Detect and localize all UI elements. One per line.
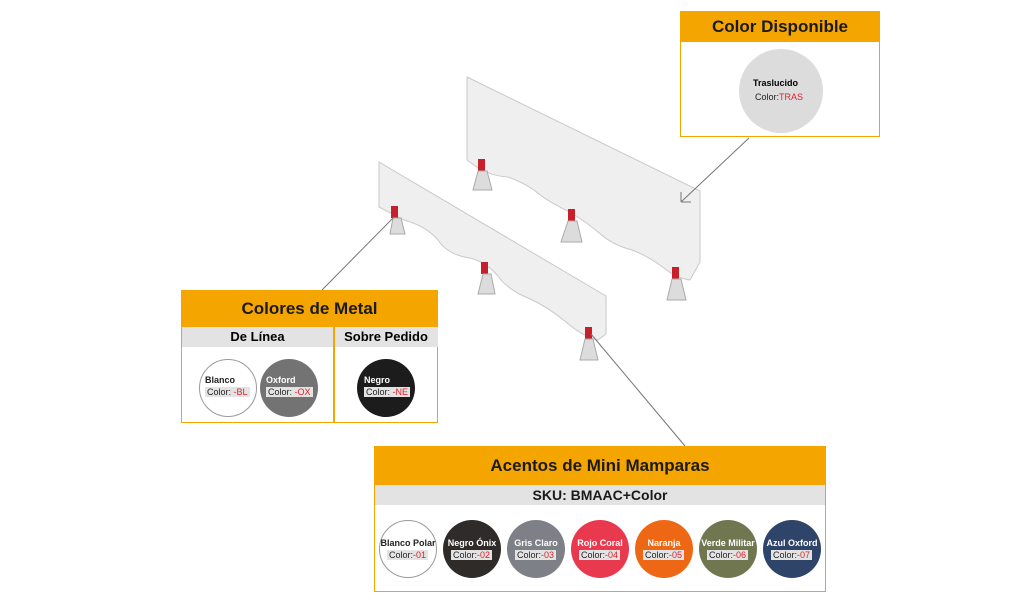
- colores-metal-columns: De Línea Sobre Pedido: [182, 327, 438, 347]
- accent-swatch-code: Color:-03: [515, 550, 557, 560]
- accent-swatch-code: Color:-06: [707, 550, 749, 560]
- swatch-negro-name: Negro: [364, 375, 391, 385]
- accent-swatch-name: Gris Claro: [514, 538, 558, 548]
- accent-swatch-name: Blanco Polar: [380, 538, 436, 548]
- back-partition-panel: [466, 76, 701, 281]
- swatch-oxford-code: Color: -OX: [266, 387, 313, 397]
- swatch-traslucido-name: Traslucido: [753, 78, 799, 88]
- back-panel-brackets: [472, 159, 687, 301]
- front-partition-panel: [378, 161, 607, 341]
- accent-swatch: [507, 520, 565, 578]
- swatch-oxford-name: Oxford: [266, 375, 296, 385]
- leader-line-acentos: [590, 333, 686, 447]
- accent-swatch-name: Rojo Coral: [577, 538, 623, 548]
- col-sobre-pedido: Sobre Pedido: [334, 327, 438, 347]
- swatch-traslucido: [739, 49, 823, 133]
- swatch-traslucido-code: Color:TRAS: [755, 92, 804, 102]
- acentos-title: Acentos de Mini Mamparas: [375, 447, 825, 485]
- front-panel-brackets: [389, 206, 599, 361]
- accent-swatch-name: Azul Oxford: [766, 538, 818, 548]
- accent-swatch-code: Color:-04: [579, 550, 621, 560]
- color-disponible-title: Color Disponible: [681, 12, 879, 42]
- accent-swatch-name: Negro Ónix: [447, 538, 497, 548]
- acentos-sku: SKU: BMAAC+Color: [375, 485, 825, 505]
- accent-swatch-code: Color:-07: [771, 550, 813, 560]
- swatch-blanco-code: Color: -BL: [205, 387, 250, 397]
- col-de-linea: De Línea: [182, 327, 333, 347]
- column-divider: [333, 327, 335, 422]
- accent-swatch: [635, 520, 693, 578]
- leader-line-metal: [321, 217, 394, 291]
- accent-swatch: [379, 520, 437, 578]
- colores-metal-title: Colores de Metal: [182, 291, 437, 327]
- accent-swatch: [571, 520, 629, 578]
- swatch-blanco-name: Blanco: [205, 375, 236, 385]
- accent-swatch-name: Verde Militar: [701, 538, 755, 548]
- acentos-box: Acentos de Mini Mamparas SKU: BMAAC+Colo…: [374, 446, 826, 592]
- accent-swatch: [699, 520, 757, 578]
- swatch-negro-code: Color: -NE: [364, 387, 411, 397]
- accent-swatch-code: Color:-05: [643, 550, 685, 560]
- accent-swatch: [763, 520, 821, 578]
- leader-line-disponible: [680, 137, 750, 203]
- accent-swatch-name: Naranja: [647, 538, 681, 548]
- color-disponible-box: Color Disponible Traslucido Color:TRAS: [680, 11, 880, 137]
- accent-swatch-code: Color:-02: [451, 550, 493, 560]
- colores-metal-box: Colores de Metal De Línea Sobre Pedido B…: [181, 290, 438, 423]
- accent-swatch: [443, 520, 501, 578]
- accent-swatch-code: Color:-01: [387, 550, 429, 560]
